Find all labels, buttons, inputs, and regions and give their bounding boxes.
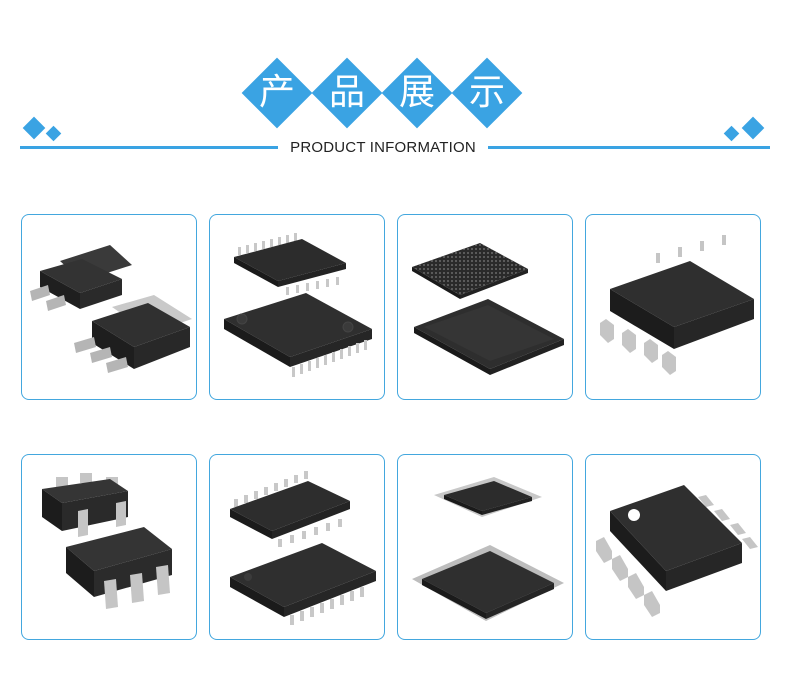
tssop-package-icon [224, 233, 372, 377]
title-char: 产 [258, 72, 295, 113]
deco-diamond-icon [723, 125, 740, 142]
title-char: 示 [468, 72, 505, 113]
product-card-ssop[interactable] [209, 454, 385, 640]
ssop-package-icon [230, 471, 376, 625]
product-card-msop8[interactable] [585, 454, 761, 640]
title-diamond-1: 产 [241, 57, 313, 129]
deco-diamond-icon [22, 116, 46, 140]
product-card-soic8[interactable] [585, 214, 761, 400]
title-diamond-2: 品 [311, 57, 383, 129]
section-header: 产 品 展 示 PRODUCT INFORMATION [0, 0, 790, 170]
to263-package-icon [30, 245, 192, 373]
soic8-package-icon [600, 235, 754, 375]
title-diamond-3: 展 [381, 57, 453, 129]
qfp-package-icon [412, 477, 564, 621]
deco-diamond-icon [741, 116, 765, 140]
product-card-bga[interactable] [397, 214, 573, 400]
product-card-sot23[interactable] [21, 454, 197, 640]
title-char: 品 [328, 72, 365, 113]
product-card-to263[interactable] [21, 214, 197, 400]
product-card-tssop[interactable] [209, 214, 385, 400]
deco-diamond-icon [45, 125, 62, 142]
divider-left [20, 146, 278, 149]
title-char: 展 [398, 72, 435, 113]
bga-package-icon [412, 243, 564, 375]
sot23-package-icon [42, 473, 172, 609]
section-subtitle: PRODUCT INFORMATION [290, 139, 476, 156]
divider-right [488, 146, 770, 149]
title-diamond-4: 示 [451, 57, 523, 129]
product-card-qfp[interactable] [397, 454, 573, 640]
msop8-package-icon [596, 485, 758, 617]
